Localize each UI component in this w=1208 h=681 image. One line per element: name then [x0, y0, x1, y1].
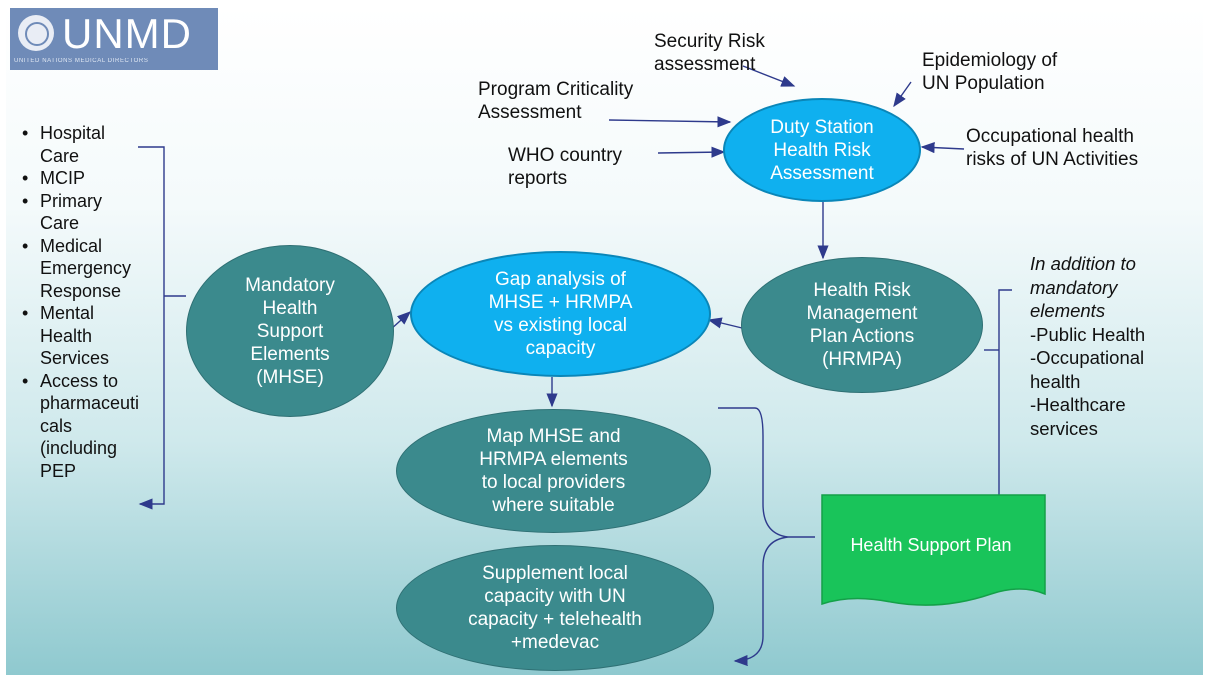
- arrow-program: [608, 116, 732, 128]
- list-item: Medical Emergency Response: [16, 235, 176, 303]
- arrow-occupational: [920, 142, 965, 154]
- input-security-risk: Security Risk assessment: [654, 31, 765, 75]
- bracket-additional: [998, 289, 1012, 512]
- arrow-security: [742, 65, 796, 87]
- list-item: Primary Care: [16, 190, 176, 235]
- unmd-logo: UNMD UNITED NATIONS MEDICAL DIRECTORS: [10, 8, 218, 70]
- arrow-hrmpa-to-gap: [707, 317, 743, 329]
- slide: UNMD UNITED NATIONS MEDICAL DIRECTORS: [6, 6, 1203, 675]
- node-map-providers: Map MHSE and HRMPA elements to local pro…: [396, 409, 711, 533]
- logo-name: UNMD: [62, 10, 192, 57]
- additional-item: -Healthcare services: [1030, 394, 1126, 439]
- additional-elements: In addition to mandatory elements -Publi…: [1030, 252, 1200, 440]
- arrow-epidemiology: [893, 81, 912, 108]
- list-item: MCIP: [16, 167, 176, 190]
- un-emblem-icon: [18, 15, 54, 51]
- health-support-plan-document: [821, 494, 1046, 606]
- bracket-map-supplement: [718, 407, 789, 667]
- input-epidemiology: Epidemiology of UN Population: [922, 50, 1058, 94]
- health-support-plan-label: Health Support Plan: [850, 535, 1012, 555]
- node-gap-analysis: Gap analysis of MHSE + HRMPA vs existing…: [410, 251, 711, 377]
- list-item: Access to pharmaceuti cals (including PE…: [16, 370, 176, 483]
- list-item: Hospital Care: [16, 122, 176, 167]
- mhse-list: Hospital Care MCIP Primary Care Medical …: [16, 122, 176, 482]
- logo-subtitle: UNITED NATIONS MEDICAL DIRECTORS: [14, 58, 149, 64]
- node-duty-station: Duty Station Health Risk Assessment: [723, 98, 921, 202]
- node-hrmpa: Health Risk Management Plan Actions (HRM…: [741, 257, 983, 393]
- node-mhse: Mandatory Health Support Elements (MHSE): [186, 245, 394, 417]
- node-supplement: Supplement local capacity with UN capaci…: [396, 545, 714, 671]
- list-item: Mental Health Services: [16, 302, 176, 370]
- input-who-reports: WHO country reports: [508, 145, 623, 189]
- input-occupational-health: Occupational health risks of UN Activiti…: [966, 126, 1139, 170]
- additional-heading: In addition to mandatory elements: [1030, 253, 1136, 321]
- arrow-who: [657, 146, 726, 158]
- additional-item: -Public Health: [1030, 323, 1146, 345]
- input-program-criticality: Program Criticality Assessment: [478, 79, 634, 123]
- additional-item: -Occupational health: [1030, 347, 1145, 392]
